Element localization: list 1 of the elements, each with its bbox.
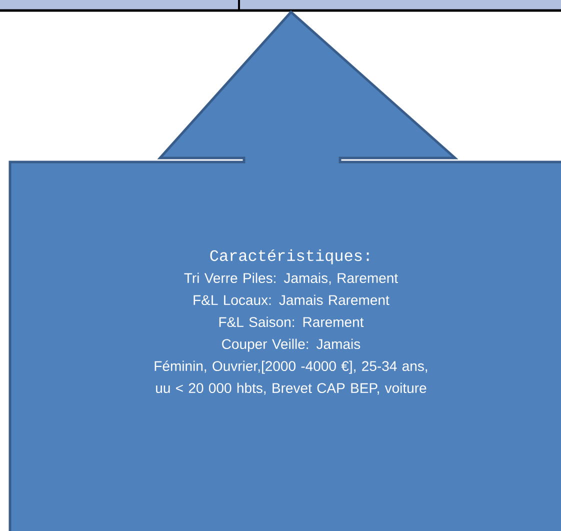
up-arrow-callout: Caractéristiques: Tri Verre Piles: Jamais, Rarement F&L Locaux: Jamais Rarement F&L Saison: Rarement Couper Veille: Jamais Féminin, Ouvrier,[2000 -4000 €], 25-34 ans, uu < 20 000 hbts, Brevet CAP BEP, voiture xyxy=(8,10,561,531)
